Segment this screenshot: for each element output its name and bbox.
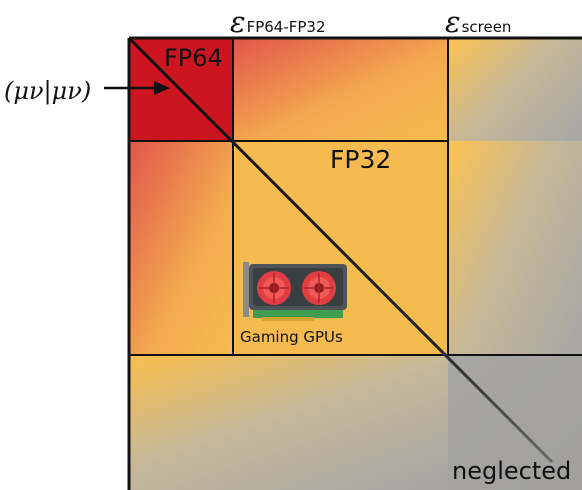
screen-offdiag-right [448,141,582,355]
arrow-right-icon [104,81,170,95]
gpu-caption: Gaming GPUs [240,328,343,346]
fp64-fp32-offdiag-left [129,141,233,355]
neglected-label: neglected [452,457,571,485]
integral-label: (μν|μν) [4,77,91,106]
eps-screen-label: εscreen [445,5,511,39]
fp64-fp32-offdiag-top [233,38,448,141]
diagonal-line [127,36,554,464]
fp64-label: FP64 [164,44,223,72]
grid-lines [127,36,582,490]
screen-offdiag-bottom [129,355,448,490]
eps-fp64-fp32-label: εFP64-FP32 [230,5,326,39]
fp32-label: FP32 [330,145,391,174]
neglected-block [448,355,582,490]
graphics-card-icon [243,262,347,321]
screen-offdiag-top [448,38,582,141]
